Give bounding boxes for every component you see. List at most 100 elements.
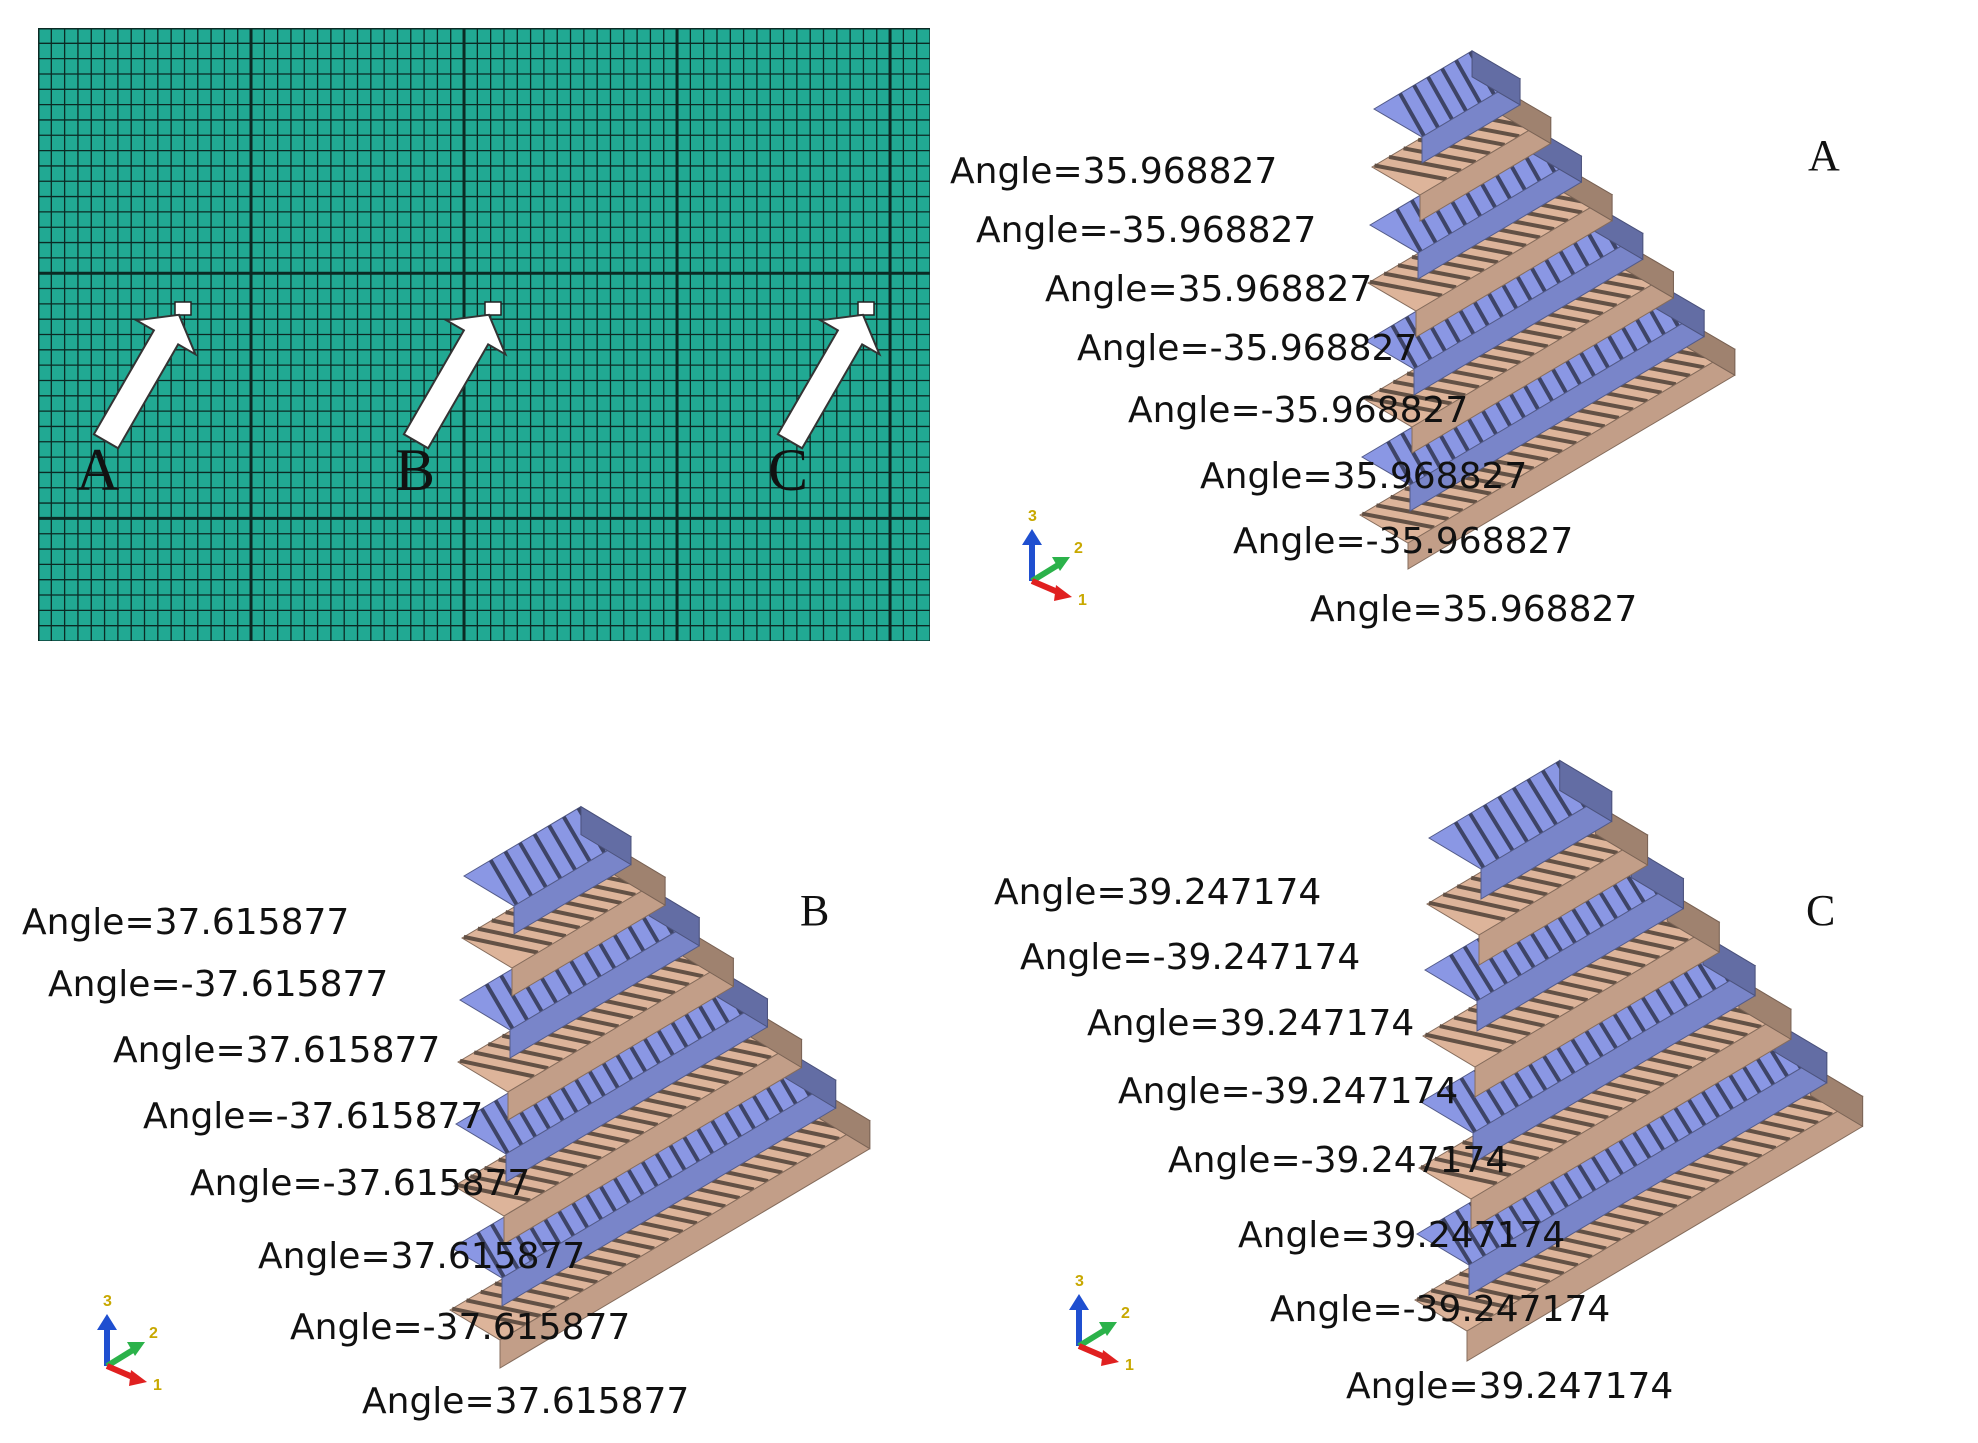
fiber-line bbox=[1400, 432, 1428, 477]
panel-c-angle-2: Angle=-39.247174 bbox=[1020, 937, 1361, 978]
fiber-line bbox=[1454, 1209, 1487, 1257]
fiber-line bbox=[484, 1165, 559, 1186]
panel-b-angle-2: Angle=-37.615877 bbox=[48, 964, 389, 1005]
fiber-line bbox=[1374, 163, 1447, 182]
fiber-line bbox=[469, 1174, 545, 1195]
fiber-line bbox=[1416, 1296, 1494, 1318]
panel-c-angle-5: Angle=-39.247174 bbox=[1168, 1140, 1509, 1181]
fiber-line bbox=[488, 859, 519, 906]
axis-triad-a-icon: 3 2 1 bbox=[1022, 508, 1087, 605]
mesh-label-a: A bbox=[76, 437, 120, 503]
fiber-line bbox=[1434, 1156, 1512, 1178]
fiber-line bbox=[465, 1298, 541, 1318]
fiber-line bbox=[1440, 67, 1468, 112]
fiber-line bbox=[1448, 1148, 1526, 1170]
fiber-line bbox=[1424, 1032, 1502, 1054]
triad-b-axis-1: 1 bbox=[153, 1377, 162, 1390]
panel-a-angle-6: Angle=35.968827 bbox=[1200, 456, 1528, 497]
triad-a-axis-2: 2 bbox=[1074, 540, 1083, 557]
panel-b-angle-7: Angle=-37.615877 bbox=[290, 1307, 631, 1348]
fiber-line bbox=[1392, 379, 1466, 398]
triad-a-axis-3: 3 bbox=[1028, 508, 1037, 525]
panel-b-angle-5: Angle=-37.615877 bbox=[190, 1163, 531, 1204]
panel-c-angle-3: Angle=39.247174 bbox=[1087, 1003, 1415, 1044]
triad-c-axis-1: 1 bbox=[1125, 1357, 1134, 1370]
fiber-line bbox=[1390, 494, 1464, 513]
fiber-line bbox=[490, 1223, 520, 1270]
panel-c-angle-7: Angle=-39.247174 bbox=[1270, 1289, 1611, 1330]
fiber-line bbox=[1397, 263, 1471, 281]
fiber-line bbox=[1442, 892, 1520, 914]
panel-b-angle-6: Angle=37.615877 bbox=[258, 1236, 586, 1277]
fiber-line bbox=[1412, 84, 1440, 129]
fiber-line bbox=[1376, 503, 1449, 521]
fiber-line bbox=[451, 1306, 527, 1327]
arrow-b-icon bbox=[402, 313, 508, 450]
fiber-line bbox=[1361, 511, 1435, 530]
ply-stack-c bbox=[1414, 759, 1864, 1362]
fiber-line bbox=[1454, 59, 1482, 104]
fiber-line bbox=[480, 1289, 556, 1310]
fiber-line bbox=[1497, 795, 1529, 843]
panel-a-angle-4: Angle=-35.968827 bbox=[1077, 328, 1418, 369]
fiber-line bbox=[491, 918, 567, 939]
axis-triad-b-icon: 3 2 1 bbox=[97, 1293, 162, 1390]
axis-triad-c-icon: 3 2 1 bbox=[1069, 1273, 1134, 1370]
triad-a-axis-1: 1 bbox=[1078, 592, 1087, 605]
fiber-line bbox=[473, 1050, 549, 1071]
fiber-line bbox=[480, 1107, 510, 1154]
ply-c-1-end bbox=[1559, 759, 1613, 823]
fiber-line bbox=[1395, 208, 1423, 253]
fiber-line bbox=[1379, 387, 1452, 406]
panel-c-letter: C bbox=[1806, 886, 1836, 935]
fiber-line bbox=[1456, 884, 1534, 905]
fiber-line bbox=[562, 815, 592, 863]
ply-stack-b bbox=[449, 805, 871, 1369]
fiber-line bbox=[1482, 803, 1515, 852]
ply-stack-a bbox=[1359, 49, 1736, 570]
ply-a-1-end bbox=[1471, 49, 1521, 106]
fiber-line bbox=[1439, 1024, 1517, 1045]
panel-b-angle-4: Angle=-37.615877 bbox=[143, 1096, 484, 1137]
triad-c-axis-3: 3 bbox=[1075, 1273, 1084, 1290]
mesh-label-c: C bbox=[768, 437, 809, 503]
panel-c-angle-6: Angle=39.247174 bbox=[1238, 1215, 1566, 1256]
fiber-line bbox=[1420, 1164, 1498, 1186]
panel-a-letter: A bbox=[1808, 131, 1840, 180]
panel-c-angle-4: Angle=-39.247174 bbox=[1118, 1071, 1459, 1112]
panel-a-angle-8: Angle=35.968827 bbox=[1310, 589, 1638, 630]
fiber-line bbox=[1444, 1280, 1522, 1301]
fiber-line bbox=[1428, 900, 1506, 922]
fiber-line bbox=[493, 1099, 524, 1146]
finite-element-mesh bbox=[38, 28, 930, 641]
fiber-line bbox=[1445, 1085, 1477, 1133]
triad-b-axis-3: 3 bbox=[103, 1293, 112, 1310]
panel-a-angle-1: Angle=35.968827 bbox=[950, 151, 1278, 192]
fiber-line bbox=[1398, 92, 1426, 137]
fiber-line bbox=[1441, 1217, 1473, 1266]
fiber-line bbox=[547, 824, 577, 871]
arrow-a-icon bbox=[92, 313, 198, 450]
fiber-line bbox=[1511, 786, 1544, 835]
fiber-line bbox=[484, 983, 515, 1030]
mesh-point-a-marker bbox=[174, 301, 192, 316]
fiber-line bbox=[532, 833, 563, 880]
fiber-line bbox=[1403, 146, 1476, 164]
fiber-line bbox=[1426, 75, 1454, 121]
mesh-label-b: B bbox=[395, 437, 436, 503]
fiber-line bbox=[1388, 154, 1462, 173]
panel-b-letter: B bbox=[800, 886, 830, 935]
fiber-line bbox=[1430, 1288, 1508, 1310]
fiber-line bbox=[487, 1042, 563, 1062]
fiber-line bbox=[503, 850, 533, 897]
fiber-line bbox=[1468, 812, 1500, 860]
fiber-line bbox=[1410, 199, 1438, 244]
triad-b-axis-2: 2 bbox=[149, 1325, 158, 1342]
fiber-line bbox=[1459, 1077, 1491, 1125]
panel-b-angle-3: Angle=37.615877 bbox=[113, 1030, 441, 1071]
fiber-line bbox=[459, 1058, 535, 1079]
fiber-line bbox=[1453, 1015, 1531, 1037]
fiber-line bbox=[476, 1231, 506, 1278]
fiber-line bbox=[1526, 778, 1558, 826]
panel-a-angle-3: Angle=35.968827 bbox=[1045, 269, 1373, 310]
